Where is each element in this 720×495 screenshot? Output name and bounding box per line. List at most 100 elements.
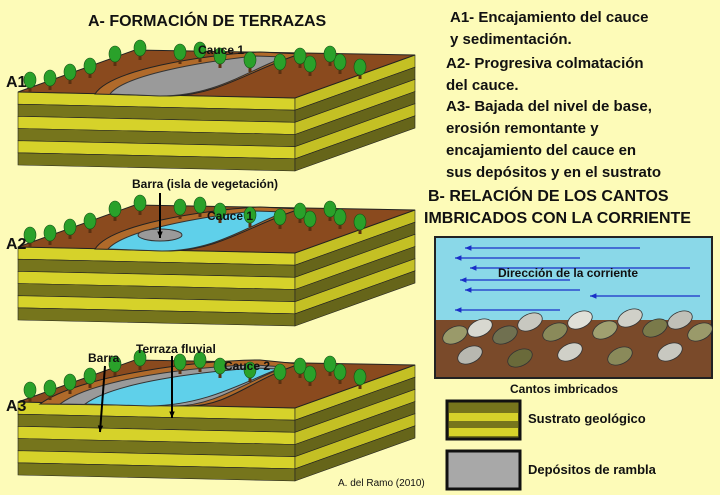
description-a3-line1: A3- Bajada del nivel de base, [446,98,652,115]
tree-icon [333,363,347,381]
tree-icon [173,43,187,61]
tree-icon [303,55,317,73]
imbricated-stone [467,318,493,338]
tree-icon [353,213,367,231]
description-a3-line4: sus depósitos y en el sustrato [446,164,662,181]
current-arrow-head [455,255,462,261]
tree-icon [63,218,77,236]
current-arrow-head [470,265,477,271]
tree-icon [243,361,257,379]
label-cauce-2: Cauce 2 [224,359,271,373]
section-a-title: A- FORMACIÓN DE TERRAZAS [88,13,327,30]
imbricated-stone [687,322,713,342]
stage-label-a1: A1 [6,74,27,91]
tree-icon [293,47,307,65]
tree-icon [108,45,122,63]
imbricated-stone [657,342,683,362]
substrate-layer-side [294,115,416,172]
description-a3-line2: erosión remontante y [446,120,599,137]
current-arrow-head [465,245,472,251]
tree-icon [353,58,367,76]
tree-icon [173,198,187,216]
tree-icon [133,349,147,367]
label-cauce-1-a2: Cauce 1 [207,209,254,223]
tree-icon [333,53,347,71]
stage-label-a3: A3 [6,398,27,415]
imbricated-stone [607,346,633,366]
imbricated-stone [557,342,583,362]
imbricated-stone [507,348,533,368]
tree-icon [293,357,307,375]
tree-icon [63,373,77,391]
legend-swatch-substrate-stripe [449,413,518,421]
description-a2-line2: del cauce. [446,77,519,94]
tree-icon [108,355,122,373]
tree-icon [43,224,57,242]
tree-icon [133,194,147,212]
imbricated-stone [442,325,468,345]
tree-icon [193,351,207,369]
legend-label-deposits: Depósitos de rambla [528,462,656,477]
channel-deposits [108,55,286,97]
description-a3-line3: encajamiento del cauce en [446,142,637,159]
legend-label-substrate: Sustrato geológico [528,411,646,426]
tree-icon [63,63,77,81]
imbricated-stone [592,320,618,340]
tree-icon [23,226,37,244]
tree-icon [243,206,257,224]
current-arrow-head [455,307,462,313]
tree-icon [303,365,317,383]
tree-icon [23,71,37,89]
legend-swatch-deposits [445,449,522,491]
tree-icon [273,53,287,71]
imbricated-caption: Cantos imbricados [510,382,619,396]
tree-icon [43,379,57,397]
stage-label-a2: A2 [6,236,27,253]
imbricated-stone [642,318,668,338]
tree-icon [213,357,227,375]
tree-icon [43,69,57,87]
current-direction-label: Dirección de la corriente [498,266,639,280]
tree-icon [23,381,37,399]
tree-icon [333,208,347,226]
tree-icon [243,51,257,69]
imbricated-stone [457,345,483,365]
label-barra-isla: Barra (isla de vegetación) [132,177,279,191]
section-b-title-line2: IMBRICADOS CON LA CORRIENTE [424,210,691,227]
tree-icon [83,212,97,230]
barra-pointer-arrow [99,365,106,433]
imbricated-stone [542,322,568,342]
tree-icon [303,210,317,228]
tree-icon [353,368,367,386]
tree-icon [273,363,287,381]
barra-isla-pointer-arrow-head [157,231,163,238]
terraza-pointer-arrow-head [169,411,175,418]
tree-icon [213,47,227,65]
tree-icon [323,45,337,63]
tree-icon [293,202,307,220]
label-cauce-1-a1: Cauce 1 [198,43,245,57]
tree-icon [173,353,187,371]
substrate-layer-side [294,425,416,482]
legend-swatch-substrate-stripe [449,428,518,436]
tree-icon [273,208,287,226]
imbricated-stone [492,325,518,345]
tree-icon [83,367,97,385]
tree-icon [213,202,227,220]
tree-icon [323,355,337,373]
section-b-title-line1: B- RELACIÓN DE LOS CANTOS [428,188,669,205]
barra-pointer-arrow-head [97,425,104,432]
label-terraza-fluvial: Terraza fluvial [136,342,216,356]
credit: A. del Ramo (2010) [338,478,425,489]
current-arrow-head [590,293,597,299]
tree-icon [323,200,337,218]
tree-icon [133,39,147,57]
current-arrow-head [465,287,472,293]
description-a1-line1: A1- Encajamiento del cauce [450,9,649,26]
current-arrow-head [460,277,467,283]
description-a2-line1: A2- Progresiva colmatación [446,55,644,72]
tree-icon [193,196,207,214]
imbricated-stone [667,310,693,330]
imbricated-stone [617,308,643,328]
